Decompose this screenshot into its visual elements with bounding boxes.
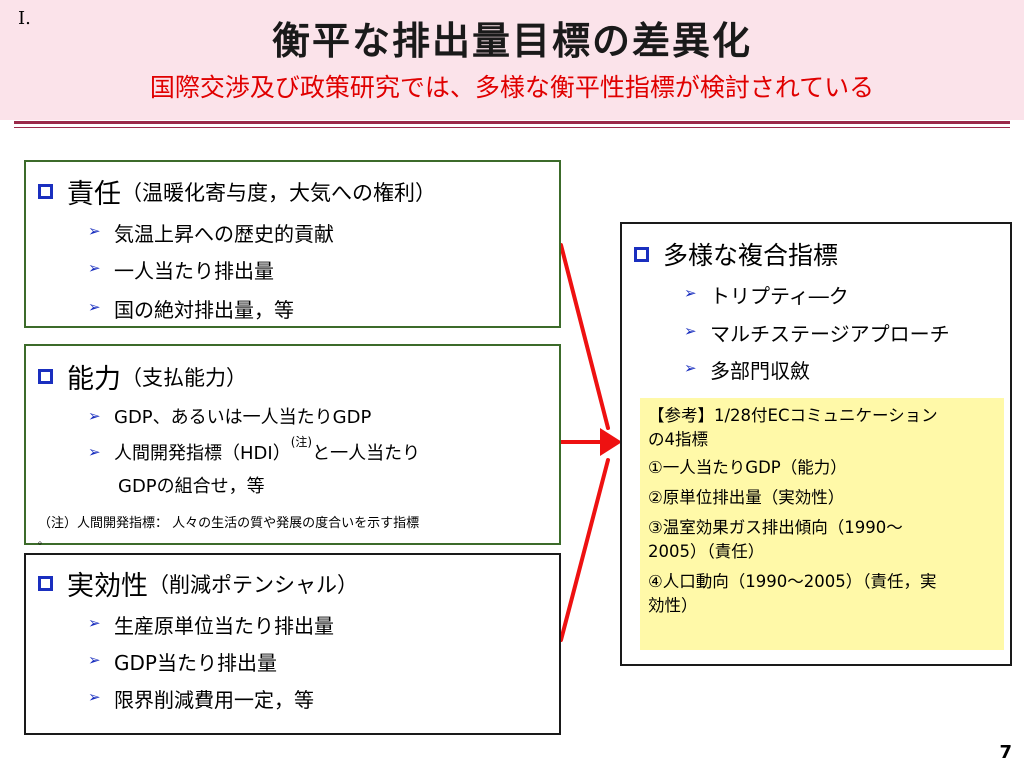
reference-line: 効性） [648,596,698,615]
section-number: Ⅰ. [18,8,31,29]
chevron-right-icon: ➢ [88,688,101,706]
hollow-square-icon [38,369,53,384]
arrow-responsibility [559,243,610,430]
list-item: ➢ マルチステージアプローチ [684,318,950,347]
responsibility-box [24,160,561,328]
reference-line: 【参考】1/28付ECコミュニケーション [648,406,938,425]
capacity-heading: 能力 （支払能力） [38,357,247,396]
chevron-right-icon: ➢ [88,407,101,425]
list-item: ➢ 人間開発指標（HDI） (注) と一人当たり [88,435,421,465]
capacity-title: 能力 [67,364,121,395]
list-item-text: と一人当たり [312,443,421,464]
capacity-box [24,344,561,545]
list-item-text: 限界削減費用一定，等 [114,688,314,712]
composite-heading: 多様な複合指標 [634,236,838,272]
page-number: 7 [999,742,1012,763]
list-item-text: トリプティ―ク [710,284,849,308]
chevron-right-icon: ➢ [88,443,101,461]
arrow-effectiveness [559,458,610,642]
arrow-head-icon [600,428,622,456]
chevron-right-icon: ➢ [88,651,101,669]
chevron-right-icon: ➢ [88,222,101,240]
chevron-right-icon: ➢ [684,322,697,340]
reference-line: ③温室効果ガス排出傾向（1990～ [648,518,903,537]
effectiveness-box [24,553,561,735]
responsibility-subtitle: （温暖化寄与度，大気への権利） [121,180,436,205]
page-subtitle: 国際交渉及び政策研究では、多様な衡平性指標が検討されている [149,73,875,102]
list-item-continuation: GDPの組合せ，等 [118,472,265,498]
chevron-right-icon: ➢ [684,359,697,377]
list-item-text: GDP当たり排出量 [114,651,277,675]
list-item-text: 気温上昇への歴史的貢献 [114,222,334,246]
list-item-text: GDPの組合せ，等 [118,476,265,497]
capacity-subtitle: （支払能力） [121,365,247,390]
list-item: ➢ GDP、あるいは一人当たりGDP [88,403,371,429]
list-item-text: 一人当たり排出量 [114,259,274,283]
list-item-text: マルチステージアプローチ [710,322,950,346]
header-band [0,0,1024,120]
list-item: ➢ GDP当たり排出量 [88,647,277,676]
page-title: 衡平な排出量目標の差異化 [271,19,752,63]
effectiveness-title: 実効性 [67,571,148,602]
list-item-text: 生産原単位当たり排出量 [114,614,334,638]
responsibility-title: 責任 [67,179,121,210]
list-item: ➢ 国の絶対排出量，等 [88,294,294,323]
list-item-text: 多部門収斂 [710,359,810,383]
reference-line: ④人口動向（1990～2005）（責任，実 [648,572,937,591]
list-item: ➢ トリプティ―ク [684,280,849,309]
reference-line: 2005）（責任） [648,542,765,561]
responsibility-heading: 責任 （温暖化寄与度，大気への権利） [38,172,436,211]
list-item-text: 人間開発指標（HDI） [114,443,291,464]
hollow-square-icon [38,576,53,591]
chevron-right-icon: ➢ [88,614,101,632]
footnote: （注）人間開発指標： 人々の生活の質や発展の度合いを示す指標 [38,516,420,531]
reference-line: の4指標 [648,430,708,449]
footnote-tail: 。 [38,536,48,547]
hollow-square-icon [38,184,53,199]
footnote-marker: (注) [290,435,313,449]
list-item: ➢ 一人当たり排出量 [88,255,274,284]
reference-note: 【参考】1/28付ECコミュニケーション の4指標 ①一人当たりGDP（能力） … [640,398,1004,650]
list-item: ➢ 気温上昇への歴史的貢献 [88,218,334,247]
list-item-text: GDP、あるいは一人当たりGDP [114,407,372,428]
list-item: ➢ 生産原単位当たり排出量 [88,610,334,639]
chevron-right-icon: ➢ [684,284,697,302]
composite-title: 多様な複合指標 [663,241,839,270]
hollow-square-icon [634,246,649,262]
effectiveness-subtitle: （削減ポテンシャル） [148,572,358,597]
list-item: ➢ 多部門収斂 [684,355,810,384]
effectiveness-heading: 実効性 （削減ポテンシャル） [38,564,358,603]
list-item-text: 国の絶対排出量，等 [114,298,294,322]
header-divider-thin [14,127,1010,128]
header-divider [14,121,1010,124]
list-item: ➢ 限界削減費用一定，等 [88,684,314,713]
reference-line: ①一人当たりGDP（能力） [648,458,847,477]
chevron-right-icon: ➢ [88,298,101,316]
reference-line: ②原単位排出量（実効性） [648,488,845,507]
chevron-right-icon: ➢ [88,259,101,277]
